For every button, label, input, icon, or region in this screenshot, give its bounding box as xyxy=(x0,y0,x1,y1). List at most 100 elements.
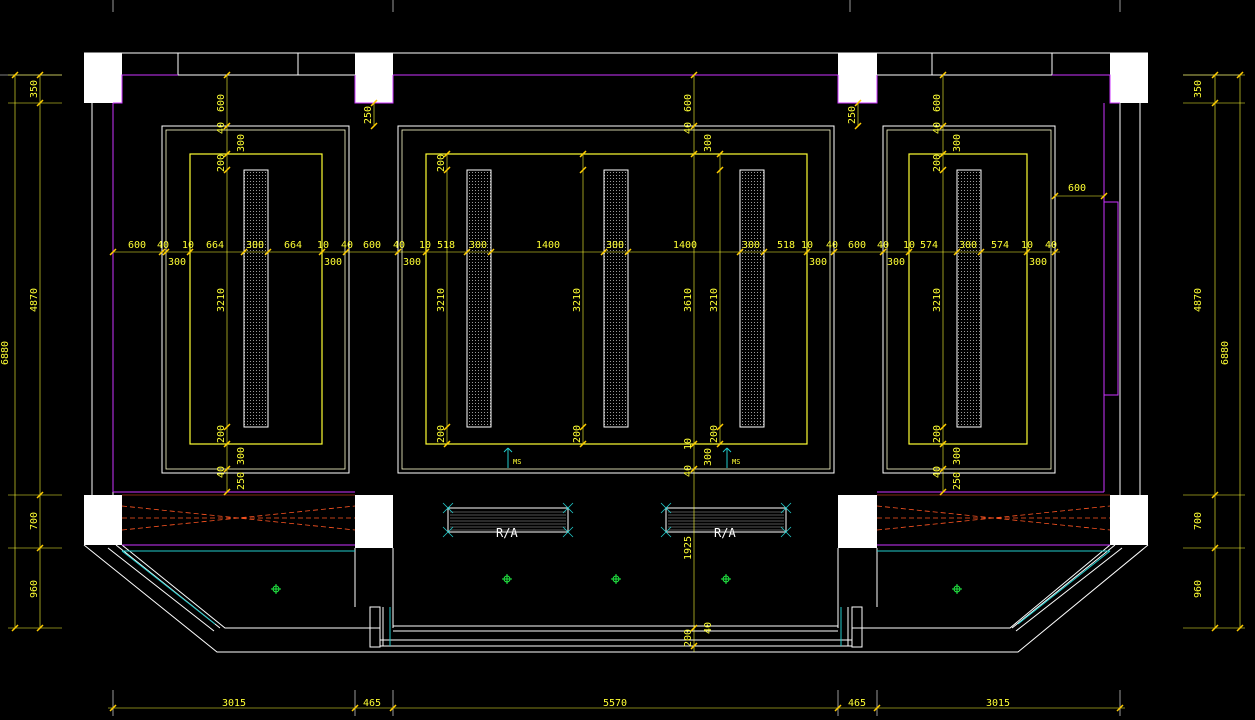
ra-label-left: R/A xyxy=(496,526,518,540)
dim-h-right-7: 10 xyxy=(1021,240,1033,251)
dim-right-350: 350 xyxy=(1193,80,1204,98)
column-bottom-right xyxy=(1110,495,1148,545)
dim-h-right-6: 574 xyxy=(991,240,1009,251)
dim-v-right-40b: 40 xyxy=(932,466,943,478)
dim-h-left-5: 300 xyxy=(246,240,264,251)
dim-v-left-250: 250 xyxy=(236,472,247,490)
dim-left-total: 6880 xyxy=(0,341,11,365)
dim-bottom-3: 5570 xyxy=(603,698,627,709)
diffuser-center-2 xyxy=(603,169,629,428)
dim-v-mid-40a: 40 xyxy=(683,122,694,134)
dim-v-mid-600: 600 xyxy=(683,94,694,112)
dim-h-left-6: 664 xyxy=(284,240,302,251)
column-top-left xyxy=(84,53,122,103)
diffuser-center-1 xyxy=(466,169,492,428)
dim-h-center-sub1: 300 xyxy=(403,257,421,268)
cyan-glass-lines xyxy=(121,550,1111,646)
dim-v-mid-200: 200 xyxy=(683,629,694,647)
dim-v-left-200a: 200 xyxy=(216,154,227,172)
column-top-right xyxy=(1110,53,1148,103)
bottom-dims: 3015 465 5570 465 3015 xyxy=(222,698,1010,709)
dim-left-350: 350 xyxy=(29,80,40,98)
dim-h-left-8: 40 xyxy=(341,240,353,251)
dim-h-right-2: 40 xyxy=(877,240,889,251)
dim-h-center-sub2: 300 xyxy=(809,257,827,268)
vertical-dims-center: 200 3210 200 3210 200 3210 200 600 40 30… xyxy=(436,94,720,647)
dim-v-c1-200a: 200 xyxy=(436,154,447,172)
dim-bottom-5: 3015 xyxy=(986,698,1010,709)
ms-label-right: MS xyxy=(732,458,740,466)
dim-right-960: 960 xyxy=(1193,580,1204,598)
dim-h-center-7: 300 xyxy=(606,240,624,251)
dim-h-center-8: 1400 xyxy=(673,240,697,251)
dim-v-right-40a: 40 xyxy=(932,122,943,134)
dim-h-right-4: 574 xyxy=(920,240,938,251)
dim-250-left: 250 xyxy=(363,106,374,124)
dim-h-center-5: 300 xyxy=(469,240,487,251)
dim-h-left-4: 664 xyxy=(206,240,224,251)
dim-h-center-4: 518 xyxy=(437,240,455,251)
dim-h-left-sub2: 300 xyxy=(324,257,342,268)
dim-right-total: 6880 xyxy=(1220,341,1231,365)
dim-h-center-1: 600 xyxy=(363,240,381,251)
outer-left-dims: 350 4870 700 960 6880 xyxy=(0,80,40,598)
dim-v-mid-3610: 3610 xyxy=(683,288,694,312)
dim-v-left-3210: 3210 xyxy=(216,288,227,312)
dim-bottom-4: 465 xyxy=(848,698,866,709)
dim-h-left-1: 600 xyxy=(128,240,146,251)
dim-v-mid-300b: 300 xyxy=(703,448,714,466)
vertical-dims-left: 600 40 300 200 3210 200 300 40 250 xyxy=(216,94,247,490)
dim-v-left-300b: 300 xyxy=(236,447,247,465)
dim-h-right-sub2: 300 xyxy=(1029,257,1047,268)
hatched-zones xyxy=(121,505,1111,531)
column-top-mid-right xyxy=(838,53,877,103)
light-fixture-icon xyxy=(721,574,731,584)
return-air-grille-left xyxy=(442,502,574,538)
dim-h-center-12: 40 xyxy=(826,240,838,251)
ms-sensor-icons xyxy=(503,447,732,468)
light-fixture-icon xyxy=(502,574,512,584)
dim-v-c1-200b: 200 xyxy=(436,425,447,443)
column-bottom-mid-right xyxy=(838,495,877,548)
dim-h-left-7: 10 xyxy=(317,240,329,251)
dim-side-600: 600 xyxy=(1068,183,1086,194)
dim-h-left-3: 10 xyxy=(182,240,194,251)
dim-v-left-600: 600 xyxy=(216,94,227,112)
dim-v-left-40b: 40 xyxy=(216,466,227,478)
dim-250-right: 250 xyxy=(847,106,858,124)
dim-v-c3-200b: 200 xyxy=(709,425,720,443)
structural-columns xyxy=(84,53,1148,548)
dim-bottom-2: 465 xyxy=(363,698,381,709)
dim-v-mid-1925: 1925 xyxy=(683,536,694,560)
diffuser-left xyxy=(243,169,269,428)
ra-label-right: R/A xyxy=(714,526,736,540)
dim-v-c2-200b: 200 xyxy=(572,425,583,443)
dim-v-left-300a: 300 xyxy=(236,134,247,152)
column-top-mid-left xyxy=(355,53,393,103)
dim-left-960: 960 xyxy=(29,580,40,598)
dim-right-4870: 4870 xyxy=(1193,288,1204,312)
dim-h-right-3: 10 xyxy=(903,240,915,251)
dim-v-mid-40b: 40 xyxy=(683,465,694,477)
dim-left-4870: 4870 xyxy=(29,288,40,312)
light-fixtures xyxy=(271,574,962,594)
dim-h-center-3: 10 xyxy=(419,240,431,251)
return-air-grille-right xyxy=(660,502,792,538)
dim-h-right-1: 600 xyxy=(848,240,866,251)
dim-left-700: 700 xyxy=(29,512,40,530)
dim-h-center-10: 518 xyxy=(777,240,795,251)
dim-v-mid-40c: 40 xyxy=(703,622,714,634)
dim-v-mid-10: 10 xyxy=(683,438,694,450)
light-fixture-icon xyxy=(611,574,621,584)
dim-v-c1-3210: 3210 xyxy=(436,288,447,312)
dim-h-left-sub1: 300 xyxy=(168,257,186,268)
dim-v-c3-3210: 3210 xyxy=(709,288,720,312)
ms-label-left: MS xyxy=(513,458,521,466)
dim-v-left-40a: 40 xyxy=(216,122,227,134)
light-fixture-icon xyxy=(952,584,962,594)
dimension-ticks xyxy=(11,71,1244,712)
dim-v-right-3210: 3210 xyxy=(932,288,943,312)
dim-v-mid-300a: 300 xyxy=(703,134,714,152)
vertical-dims-right: 600 40 300 200 3210 200 300 40 250 xyxy=(932,94,963,490)
